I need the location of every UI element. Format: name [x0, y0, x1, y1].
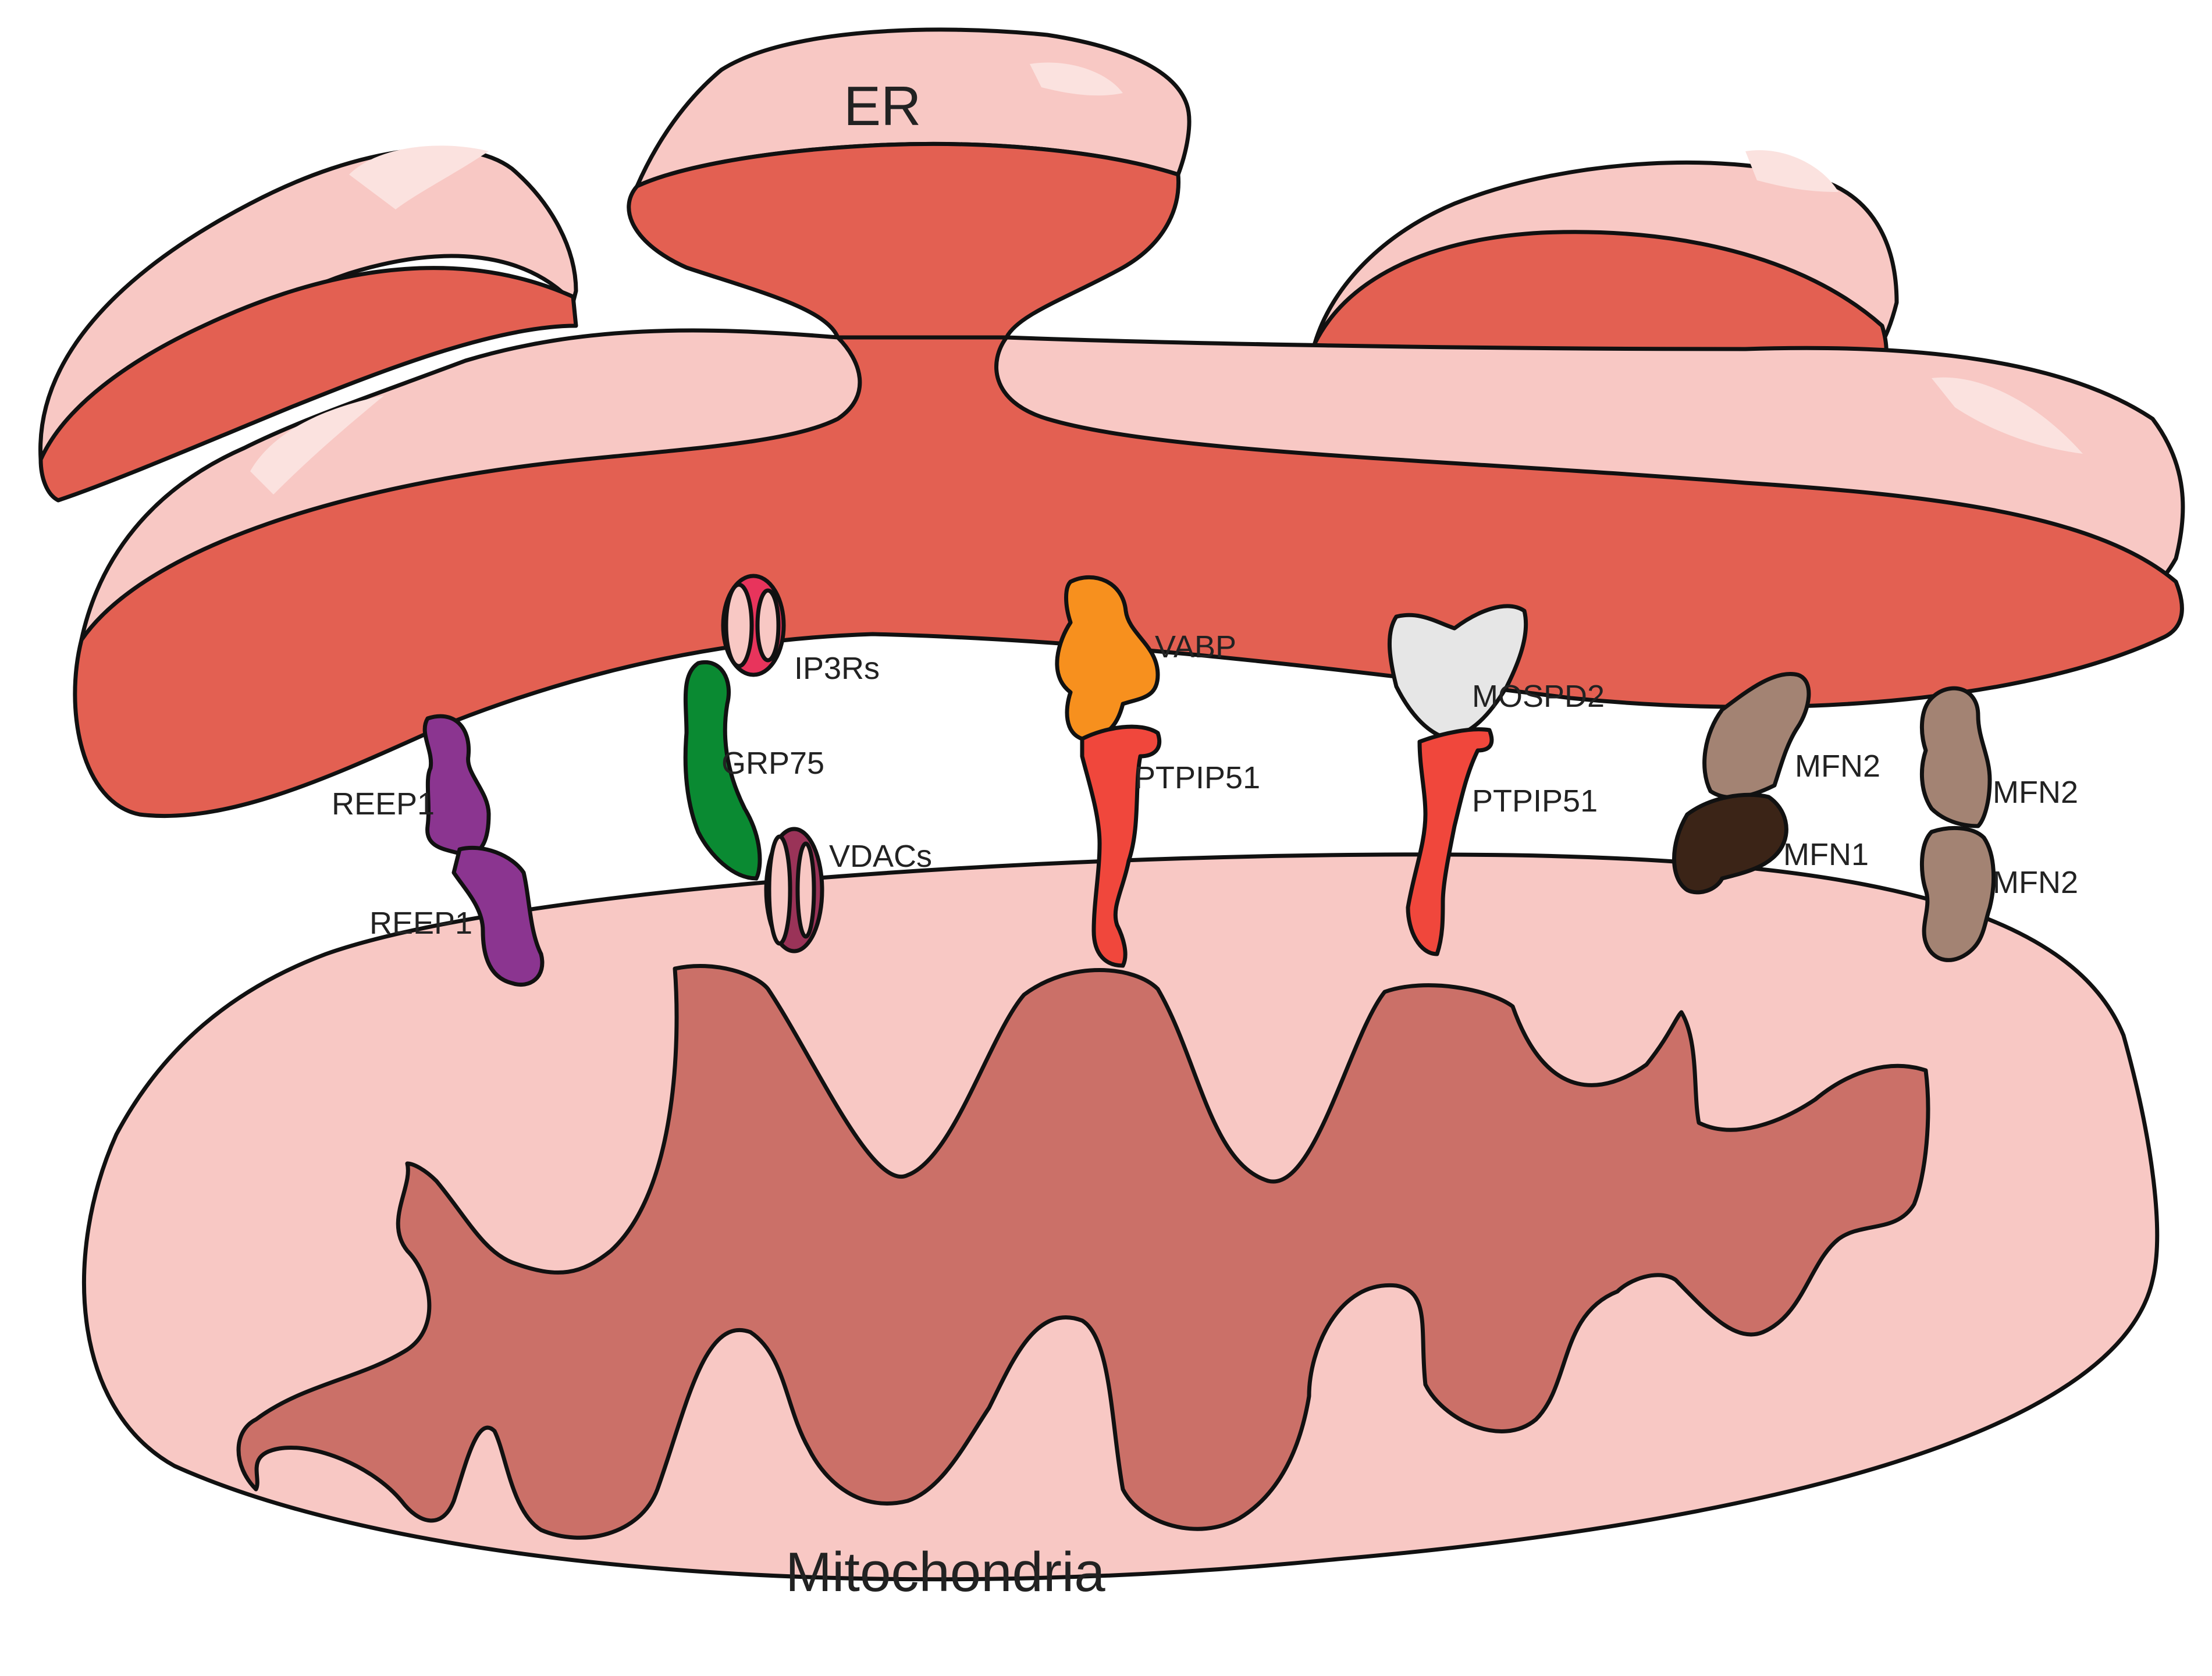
er-highlight-1 — [349, 145, 489, 209]
mitochondria-cristae — [236, 963, 1930, 1540]
er-highlight-2 — [250, 396, 384, 494]
er-label: ER — [844, 75, 921, 137]
grp75-label: GRP75 — [721, 746, 824, 781]
er-sheet-back-left-cut — [38, 266, 578, 503]
reep1-label-lower: REEP1 — [369, 906, 472, 941]
mitochondrion — [82, 852, 2160, 1582]
mospd2-protein — [1387, 604, 1528, 741]
endoplasmic-reticulum — [38, 27, 2185, 819]
er-highlight-5 — [1932, 377, 2083, 454]
vabp-protein — [1055, 575, 1160, 741]
er-highlight-4 — [1745, 150, 1838, 192]
reep1-label-upper: REEP1 — [332, 787, 435, 821]
mospd2-label: MOSPD2 — [1472, 679, 1605, 714]
vabp-label: VABP — [1155, 629, 1236, 664]
mfn2-label-left: MFN2 — [1795, 749, 1880, 784]
ptpip51-label-2: PTPIP51 — [1472, 784, 1598, 819]
mfn1-label: MFN1 — [1783, 837, 1869, 872]
mfn2-mfn2-pair — [1919, 686, 1996, 962]
ptpip51-protein-2 — [1406, 727, 1494, 956]
mfn1-protein — [1672, 792, 1788, 895]
mfn2-label-right-upper: MFN2 — [1993, 775, 2078, 810]
reep1-protein-lower — [451, 845, 545, 987]
reep1-pair — [422, 714, 545, 987]
vabp-ptpip51-pair — [1055, 575, 1162, 968]
vdacs-channel — [764, 827, 824, 953]
mfn2-label-right-lower: MFN2 — [1993, 865, 2078, 900]
mfn2-protein-left — [1702, 672, 1811, 800]
ip3rs-grp75-vdacs-complex — [683, 574, 824, 953]
ip3rs-channel — [721, 574, 786, 677]
mfn2-mfn1-pair — [1672, 672, 1811, 895]
mospd2-ptpip51-pair — [1387, 604, 1528, 956]
ptpip51-protein-1 — [1080, 724, 1162, 968]
er-sheet-main-body — [73, 335, 2184, 819]
er-tube-top-body — [627, 141, 1181, 340]
reep1-protein-upper — [422, 714, 491, 857]
ip3rs-label: IP3Rs — [794, 651, 880, 686]
er-highlight-3 — [1030, 62, 1123, 96]
mfn2-protein-right-lower — [1920, 825, 1996, 962]
mfn2-protein-right-upper — [1919, 686, 1992, 828]
ptpip51-label-1: PTPIP51 — [1135, 760, 1260, 795]
grp75-protein — [683, 660, 762, 881]
mitochondria-label: Mitochondria — [785, 1541, 1105, 1603]
vdacs-label: VDACs — [829, 839, 932, 874]
